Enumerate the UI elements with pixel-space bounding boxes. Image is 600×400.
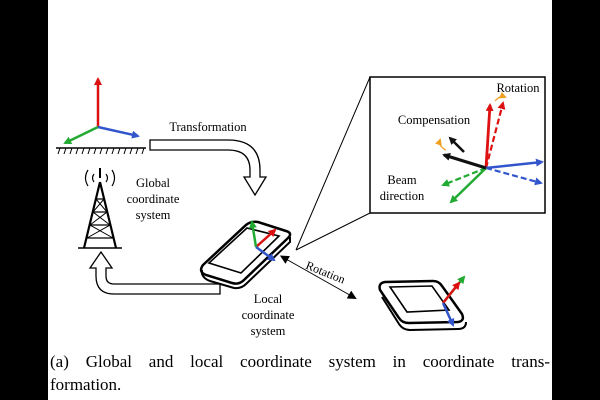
local-x-axis xyxy=(255,245,276,262)
global-label-line1: Global xyxy=(136,176,171,190)
return-arrow xyxy=(88,250,221,295)
antenna-tower-icon xyxy=(78,168,122,249)
rotated-device-phone-icon xyxy=(378,279,467,332)
global-y-axis xyxy=(63,125,99,145)
local-y-axis xyxy=(248,220,258,248)
local-coordinate-label: Local coordinate system xyxy=(242,292,295,338)
inset-z-axis xyxy=(484,103,494,169)
rotation-marker-icon xyxy=(494,91,507,102)
inset-panel: Rotation Compensation Beam direction xyxy=(369,76,546,214)
local-device-phone-icon xyxy=(199,220,292,290)
inset-compensation-label: Compensation xyxy=(398,113,471,127)
figure-caption: (a) Global and local coordinate system i… xyxy=(50,350,550,396)
compensation-vector xyxy=(442,152,487,170)
inset-beam-label-line1: Beam xyxy=(387,173,416,187)
transformation-arrow: Transformation xyxy=(149,120,268,197)
rotated-device-axes xyxy=(441,275,466,327)
figure-page: Global coordinate system Transformation … xyxy=(48,0,552,400)
global-label-line2: coordinate xyxy=(127,192,180,206)
caption-line2: formation. xyxy=(50,375,122,394)
inset-y-axis xyxy=(449,167,487,204)
local-label-line1: Local xyxy=(254,292,283,306)
local-label-line3: system xyxy=(251,324,286,338)
coordinate-diagram: Global coordinate system Transformation … xyxy=(56,76,546,338)
caption-line1: (a) Global and local coordinate system i… xyxy=(50,352,550,371)
inset-y-axis-rotated xyxy=(441,166,487,187)
rotation-double-arrow: Rotation xyxy=(279,255,357,299)
transformation-label: Transformation xyxy=(169,120,247,134)
rotated-x-axis xyxy=(441,302,455,327)
local-z-axis xyxy=(255,228,277,248)
inset-z-axis-rotated xyxy=(484,101,506,169)
global-coordinate-label: Global coordinate system xyxy=(127,176,180,222)
zoom-lines xyxy=(295,76,371,251)
global-label-line3: system xyxy=(136,208,171,222)
global-x-axis xyxy=(97,125,140,139)
ground-plane xyxy=(56,147,146,155)
inset-rotation-label: Rotation xyxy=(496,81,540,95)
local-label-line2: coordinate xyxy=(242,308,295,322)
inset-x-axis xyxy=(485,158,544,170)
rotated-z-axis xyxy=(442,281,461,304)
compensation-marker-icon xyxy=(435,138,447,151)
global-axes xyxy=(63,77,140,145)
inset-x-axis-rotated xyxy=(485,166,543,186)
inset-beam-label-line2: direction xyxy=(380,189,425,203)
compensation-vector-short xyxy=(448,136,465,153)
rotation-label: Rotation xyxy=(304,258,348,286)
local-axes xyxy=(248,220,277,262)
